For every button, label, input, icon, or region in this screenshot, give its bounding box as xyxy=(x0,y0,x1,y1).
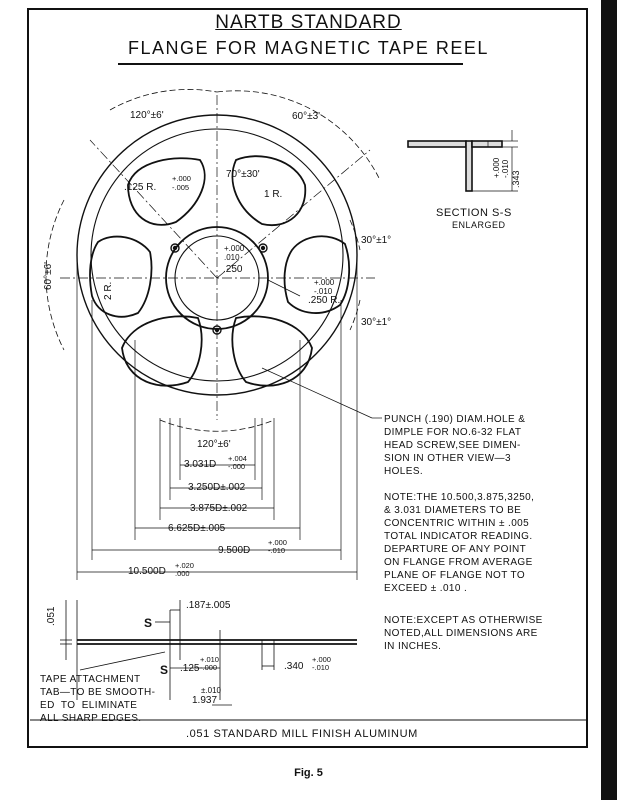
dim-d-9500-tol: +.000 -.010 xyxy=(268,538,287,555)
window-lower-left xyxy=(121,315,203,387)
dim-hub-tol: +.000 .010 xyxy=(224,244,245,262)
dim-1937-tol: ±.010 xyxy=(201,686,221,695)
dim-d-3031: 3.031D xyxy=(184,459,217,470)
dim-radius-125-tol: +.000 -.005 xyxy=(172,174,191,192)
dim-125-tol: +.010 -.000 xyxy=(200,655,219,672)
window-upper-left xyxy=(127,157,206,226)
dim-d-6625: 6.625D±.005 xyxy=(168,523,226,534)
window-lower-right xyxy=(231,315,313,387)
screw-hole-top-right xyxy=(258,243,268,253)
dim-angle-60-top: 60°±3' xyxy=(292,111,321,122)
page-edge-bar xyxy=(601,0,617,800)
window-right xyxy=(283,235,350,314)
dim-angle-30-lower: 30°±1° xyxy=(361,317,392,328)
dim-radius-1: 1 R. xyxy=(264,189,283,200)
dim-angle-120-bottom: 120°±6' xyxy=(197,439,231,450)
material-note: .051 STANDARD MILL FINISH ALUMINUM xyxy=(186,728,418,740)
section-subtitle: ENLARGED xyxy=(452,220,506,230)
dim-1937: 1.937 xyxy=(192,695,218,706)
section-mark-top: S xyxy=(144,616,153,630)
dim-d-3875: 3.875D±.002 xyxy=(190,503,248,514)
dim-d-10500-tol: +.020 .000 xyxy=(175,561,194,578)
dim-d-3250: 3.250D±.002 xyxy=(188,482,246,493)
note-inches: NOTE:EXCEPT AS OTHERWISE NOTED,ALL DIMEN… xyxy=(384,615,543,652)
section-s-s-detail xyxy=(407,140,503,192)
note-punch: PUNCH (.190) DIAM.HOLE & DIMPLE FOR NO.6… xyxy=(384,414,526,477)
note-concentric: NOTE:THE 10.500,3.875,3250, & 3.031 DIAM… xyxy=(384,492,535,594)
drawing-border xyxy=(27,8,588,748)
drawing-title: NARTB STANDARD xyxy=(215,12,402,33)
drawing-subtitle: FLANGE FOR MAGNETIC TAPE REEL xyxy=(128,38,489,58)
dim-hub-250: .250 xyxy=(223,264,243,275)
section-thickness-tol: +.000 -.010 xyxy=(492,157,510,178)
dim-d-9500: 9.500D xyxy=(218,545,251,556)
dim-angle-60-left: 60°±6' xyxy=(43,261,54,290)
window-left xyxy=(89,235,153,318)
dim-d-10500: 10.500D xyxy=(128,566,166,577)
screw-hole-top-left xyxy=(170,243,180,253)
window-upper-right xyxy=(231,155,307,227)
dim-angle-30-upper: 30°±1° xyxy=(361,235,392,246)
dim-angle-120-top: 120°±6' xyxy=(130,110,164,121)
dim-d-3031-tol: +.004 -.000 xyxy=(228,454,247,471)
dim-340: .340 xyxy=(284,661,304,672)
dim-radius-2: 2 R. xyxy=(103,281,114,300)
flange-inner-rim-circle xyxy=(90,128,344,382)
dim-187: .187±.005 xyxy=(186,600,231,611)
dim-125: .125 xyxy=(180,663,200,674)
section-title: SECTION S-S xyxy=(436,207,512,219)
dim-radius-250-tol: +.000 -.010 xyxy=(314,278,335,296)
dim-340-tol: +.000 -.010 xyxy=(312,655,331,672)
subtitle-underline xyxy=(118,63,463,65)
dim-radius-125: .125 R. xyxy=(124,182,157,193)
dim-radius-250: .250 R. xyxy=(308,295,341,306)
dim-thickness-051: .051 xyxy=(46,606,57,626)
figure-caption: Fig. 5 xyxy=(294,767,323,779)
note-tape-tab: TAPE ATTACHMENT TAB—TO BE SMOOTH- ED TO … xyxy=(40,674,156,724)
section-height: .343 xyxy=(511,170,521,188)
section-mark-bottom: S xyxy=(160,663,169,677)
dim-angle-70: 70°±30' xyxy=(226,169,260,180)
